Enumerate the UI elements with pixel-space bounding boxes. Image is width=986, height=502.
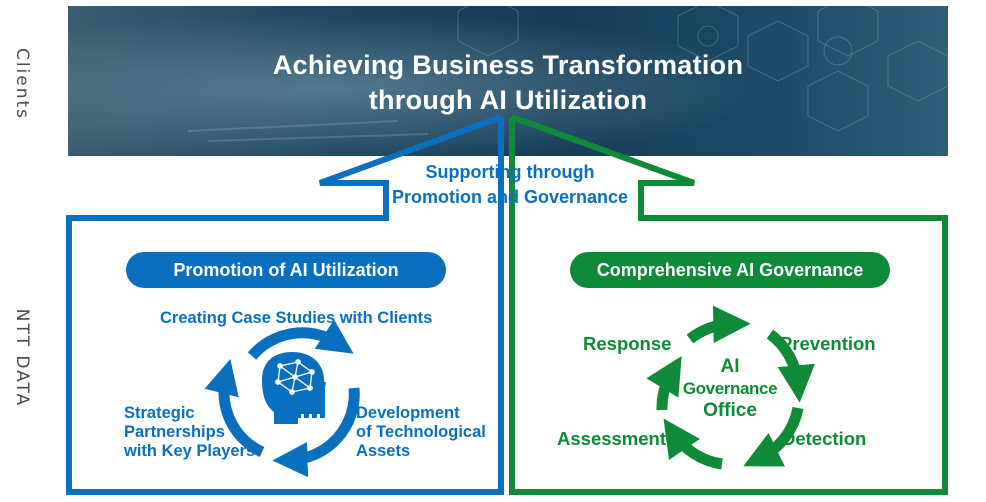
cycle-label-strategic-partnerships: Strategic Partnerships with Key Players [124,404,256,460]
governance-header: Comprehensive AI Governance [570,252,890,288]
cycle-label-technological-assets: Development of Technological Assets [356,404,486,460]
promotion-header: Promotion of AI Utilization [126,252,446,288]
promotion-cycle-arrows [204,319,360,478]
cycle-label-assessment: Assessment [557,428,667,449]
bar-chart-icon [294,382,326,418]
banner-background-pattern [68,6,948,156]
governance-frame [509,114,948,495]
banner-title: Achieving Business Transformation throug… [68,48,948,118]
cycle-label-case-studies: Creating Case Studies with Clients [160,309,433,327]
promotion-frame [66,114,504,495]
supporting-line2: Promotion and Governance [391,187,629,207]
cycle-label-response: Response [583,333,672,354]
banner: Achieving Business Transformation throug… [68,6,948,156]
supporting-line1: Supporting through [425,162,595,182]
banner-title-line2: through AI Utilization [368,85,648,115]
cycle-label-prevention: Prevention [780,333,876,354]
ai-governance-office: AI Governance Office [675,356,785,422]
office-line3: Office [703,400,757,421]
supporting-text: Supporting through Promotion and Governa… [360,160,660,210]
cycle-label-detection: Detection [782,428,867,449]
banner-title-line1: Achieving Business Transformation [272,50,744,80]
office-line2: Governance [682,379,778,398]
office-line1: AI [720,356,740,377]
governance-cycle-arrows [646,305,815,470]
